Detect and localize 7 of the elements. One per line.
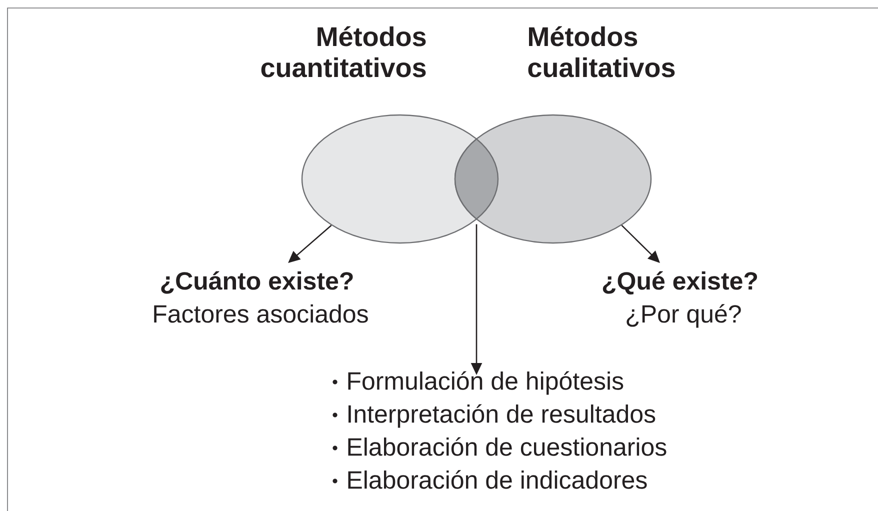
heading: Métodos cuantitativos (261, 26, 426, 78)
overlap-lens (454, 138, 499, 220)
answer-text: ¿Cuánto existe? Factores asociados (154, 271, 368, 323)
arrow (621, 224, 660, 263)
bullet-list: Formulación de hipótesis Interpretación de resultados Elaboración de cuestionarios Elaboración de indicadores (348, 371, 666, 489)
answer-text: ¿Qué existe? ¿Por qué? (602, 271, 758, 328)
heading: Métodos cualitativos (528, 26, 675, 78)
